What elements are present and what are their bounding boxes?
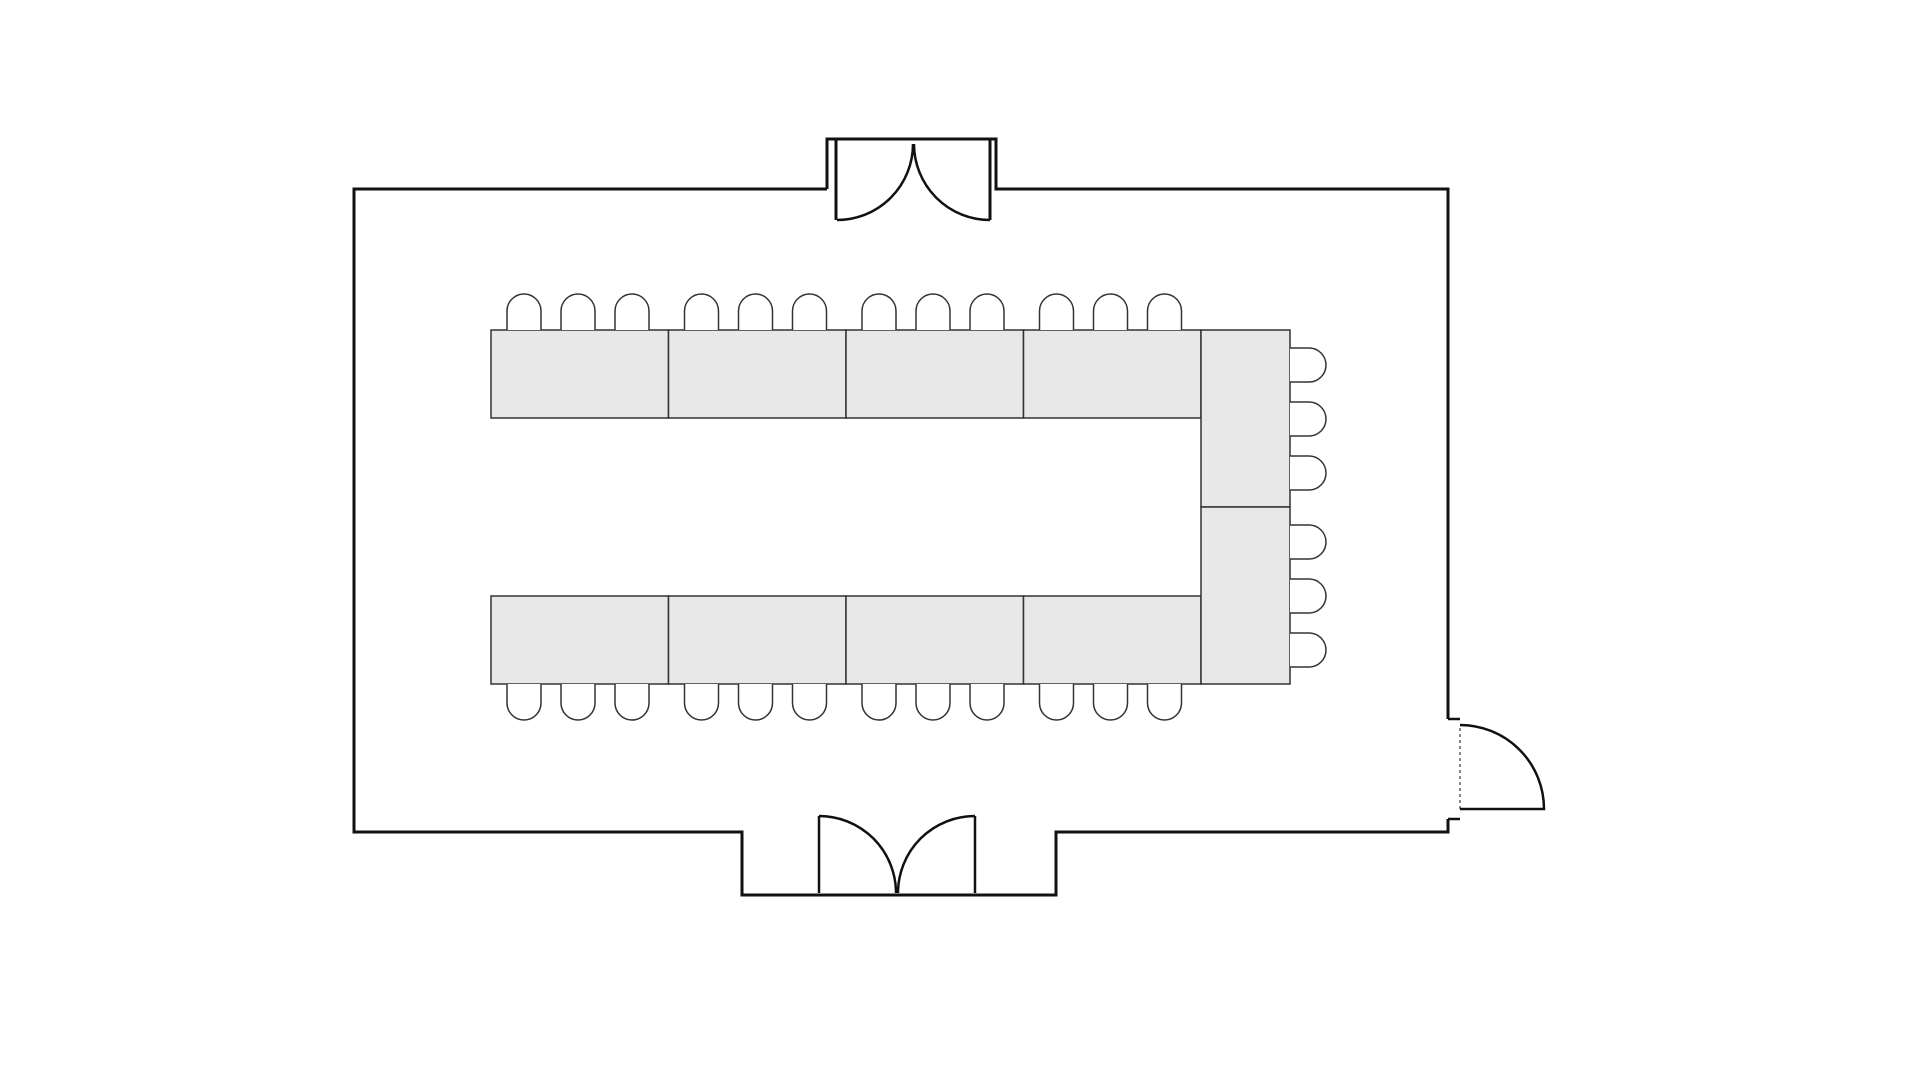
- chair-right-6: [1290, 632, 1327, 668]
- chair-bottom-12: [1146, 684, 1183, 721]
- chair-top-7: [861, 293, 897, 330]
- chair-bottom-8: [915, 684, 951, 721]
- chair-bottom-6: [791, 684, 828, 721]
- chair-top-11: [1092, 293, 1129, 330]
- chair-bottom-10: [1038, 684, 1075, 721]
- chair-bottom-1: [506, 684, 542, 721]
- chair-top-10: [1038, 293, 1075, 330]
- chair-top-9: [969, 293, 1005, 330]
- table-bottom-4: [1022, 595, 1202, 685]
- chair-bottom-5: [737, 684, 774, 721]
- chair-bottom-9: [969, 684, 1005, 721]
- room-walls: [352, 137, 1450, 897]
- chair-top-6: [791, 293, 828, 330]
- chair-bottom-3: [614, 684, 650, 721]
- chair-right-3: [1290, 455, 1327, 491]
- chair-bottom-2: [560, 684, 596, 721]
- table-bottom-2: [667, 595, 847, 685]
- right-door-swing: [1459, 723, 1546, 811]
- chair-bottom-4: [683, 684, 720, 721]
- chair-top-5: [737, 293, 774, 330]
- table-bottom-3: [845, 595, 1025, 685]
- table-right-2: [1200, 506, 1291, 685]
- table-top-4: [1022, 329, 1202, 419]
- chair-bottom-11: [1092, 684, 1129, 721]
- chair-top-1: [506, 293, 542, 330]
- chair-right-1: [1290, 347, 1327, 383]
- chair-top-8: [915, 293, 951, 330]
- right-single-door: [1448, 717, 1546, 821]
- table-top-2: [667, 329, 847, 419]
- table-bottom-1: [490, 595, 670, 685]
- top-double-door: [836, 143, 991, 222]
- chair-right-2: [1290, 401, 1327, 437]
- chair-top-4: [683, 293, 720, 330]
- table-top-1: [490, 329, 670, 419]
- tables-layer: [490, 329, 1291, 685]
- room-outline-wall: [352, 137, 1450, 897]
- chairs-layer: [506, 293, 1327, 721]
- top-door-left-swing: [836, 143, 915, 222]
- bottom-door-left-swing: [818, 814, 898, 894]
- doors-layer: [817, 143, 1546, 894]
- chair-top-2: [560, 293, 596, 330]
- chair-bottom-7: [861, 684, 897, 721]
- chair-right-4: [1290, 524, 1327, 560]
- table-right-1: [1200, 329, 1291, 508]
- chair-top-3: [614, 293, 650, 330]
- top-door-right-swing: [912, 143, 991, 222]
- bottom-double-door: [817, 814, 977, 894]
- table-top-3: [845, 329, 1025, 419]
- chair-top-12: [1146, 293, 1183, 330]
- bottom-door-right-swing: [896, 814, 976, 894]
- chair-right-5: [1290, 578, 1327, 614]
